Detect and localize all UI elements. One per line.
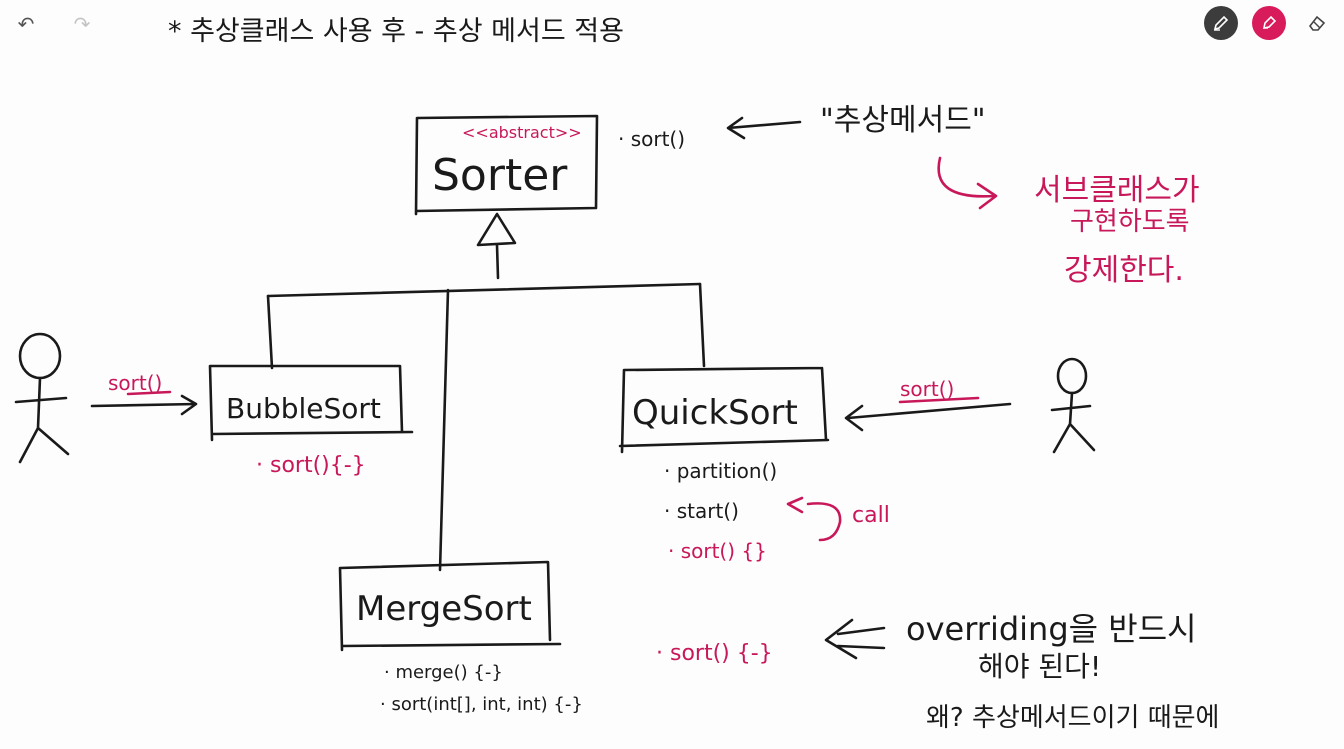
mergesort-method-sort: · sort(int[], int, int) {-} bbox=[380, 694, 583, 715]
override-line2: 해야 된다! bbox=[978, 650, 1101, 683]
must-implement-line2: 구현하도록 bbox=[1070, 207, 1190, 237]
bubblesort-method-sort: · sort(){-} bbox=[256, 453, 366, 478]
undo-icon: ↶ bbox=[17, 12, 35, 36]
double-arrow-override bbox=[824, 618, 886, 660]
undo-button[interactable]: ↶ bbox=[12, 10, 40, 38]
eraser-icon bbox=[1308, 15, 1326, 31]
quicksort-method-start: · start() bbox=[664, 499, 739, 523]
highlighter-icon bbox=[1262, 15, 1277, 30]
inheritance-arrow bbox=[476, 212, 517, 247]
tools-toolbar bbox=[1204, 6, 1334, 40]
abstract-method-quote: "추상메서드" bbox=[820, 103, 986, 138]
quicksort-method-partition: · partition() bbox=[664, 459, 777, 483]
sorter-box bbox=[414, 114, 599, 216]
bubblesort-box bbox=[208, 364, 414, 442]
pen-tool-button[interactable] bbox=[1204, 6, 1238, 40]
highlighter-tool-button[interactable] bbox=[1252, 6, 1286, 40]
must-implement-line1: 서브클래스가 bbox=[1034, 173, 1200, 208]
mergesort-method-merge: · merge() {-} bbox=[384, 662, 503, 683]
redo-icon: ↷ bbox=[73, 12, 91, 36]
override-line1: overriding을 반드시 bbox=[906, 610, 1197, 648]
merge-override-method: · sort() {-} bbox=[656, 641, 773, 666]
sorter-label: Sorter bbox=[432, 150, 568, 201]
arrow-left-to-bubble bbox=[90, 394, 198, 416]
call-note: call bbox=[852, 503, 890, 528]
bubblesort-label: BubbleSort bbox=[226, 392, 381, 425]
user-figure-right bbox=[1050, 357, 1096, 454]
quick-call-label: sort() bbox=[900, 377, 954, 401]
quicksort-method-sort: · sort() {} bbox=[668, 539, 767, 563]
history-toolbar: ↶ ↷ bbox=[12, 10, 96, 38]
quicksort-box bbox=[618, 366, 830, 454]
call-loop-arrow bbox=[786, 496, 842, 542]
sorter-method: · sort() bbox=[618, 127, 685, 151]
arrow-right-to-quick bbox=[844, 402, 1012, 432]
must-implement-line3: 강제한다. bbox=[1064, 253, 1184, 288]
override-line3: 왜? 추상메서드이기 때문에 bbox=[926, 703, 1219, 733]
user-figure-left bbox=[14, 332, 70, 464]
mergesort-box bbox=[338, 560, 562, 652]
arrow-to-sorter-method bbox=[726, 116, 802, 140]
redo-button[interactable]: ↷ bbox=[68, 10, 96, 38]
bent-arrow-must-implement bbox=[937, 156, 998, 210]
bubble-call-label: sort() bbox=[108, 371, 162, 395]
pen-icon bbox=[1213, 15, 1229, 31]
abstract-stereotype: <<abstract>> bbox=[462, 123, 582, 142]
note-title: * 추상클래스 사용 후 - 추상 메서드 적용 bbox=[168, 16, 624, 47]
mergesort-label: MergeSort bbox=[356, 589, 532, 629]
eraser-tool-button[interactable] bbox=[1300, 6, 1334, 40]
quicksort-label: QuickSort bbox=[632, 393, 798, 433]
